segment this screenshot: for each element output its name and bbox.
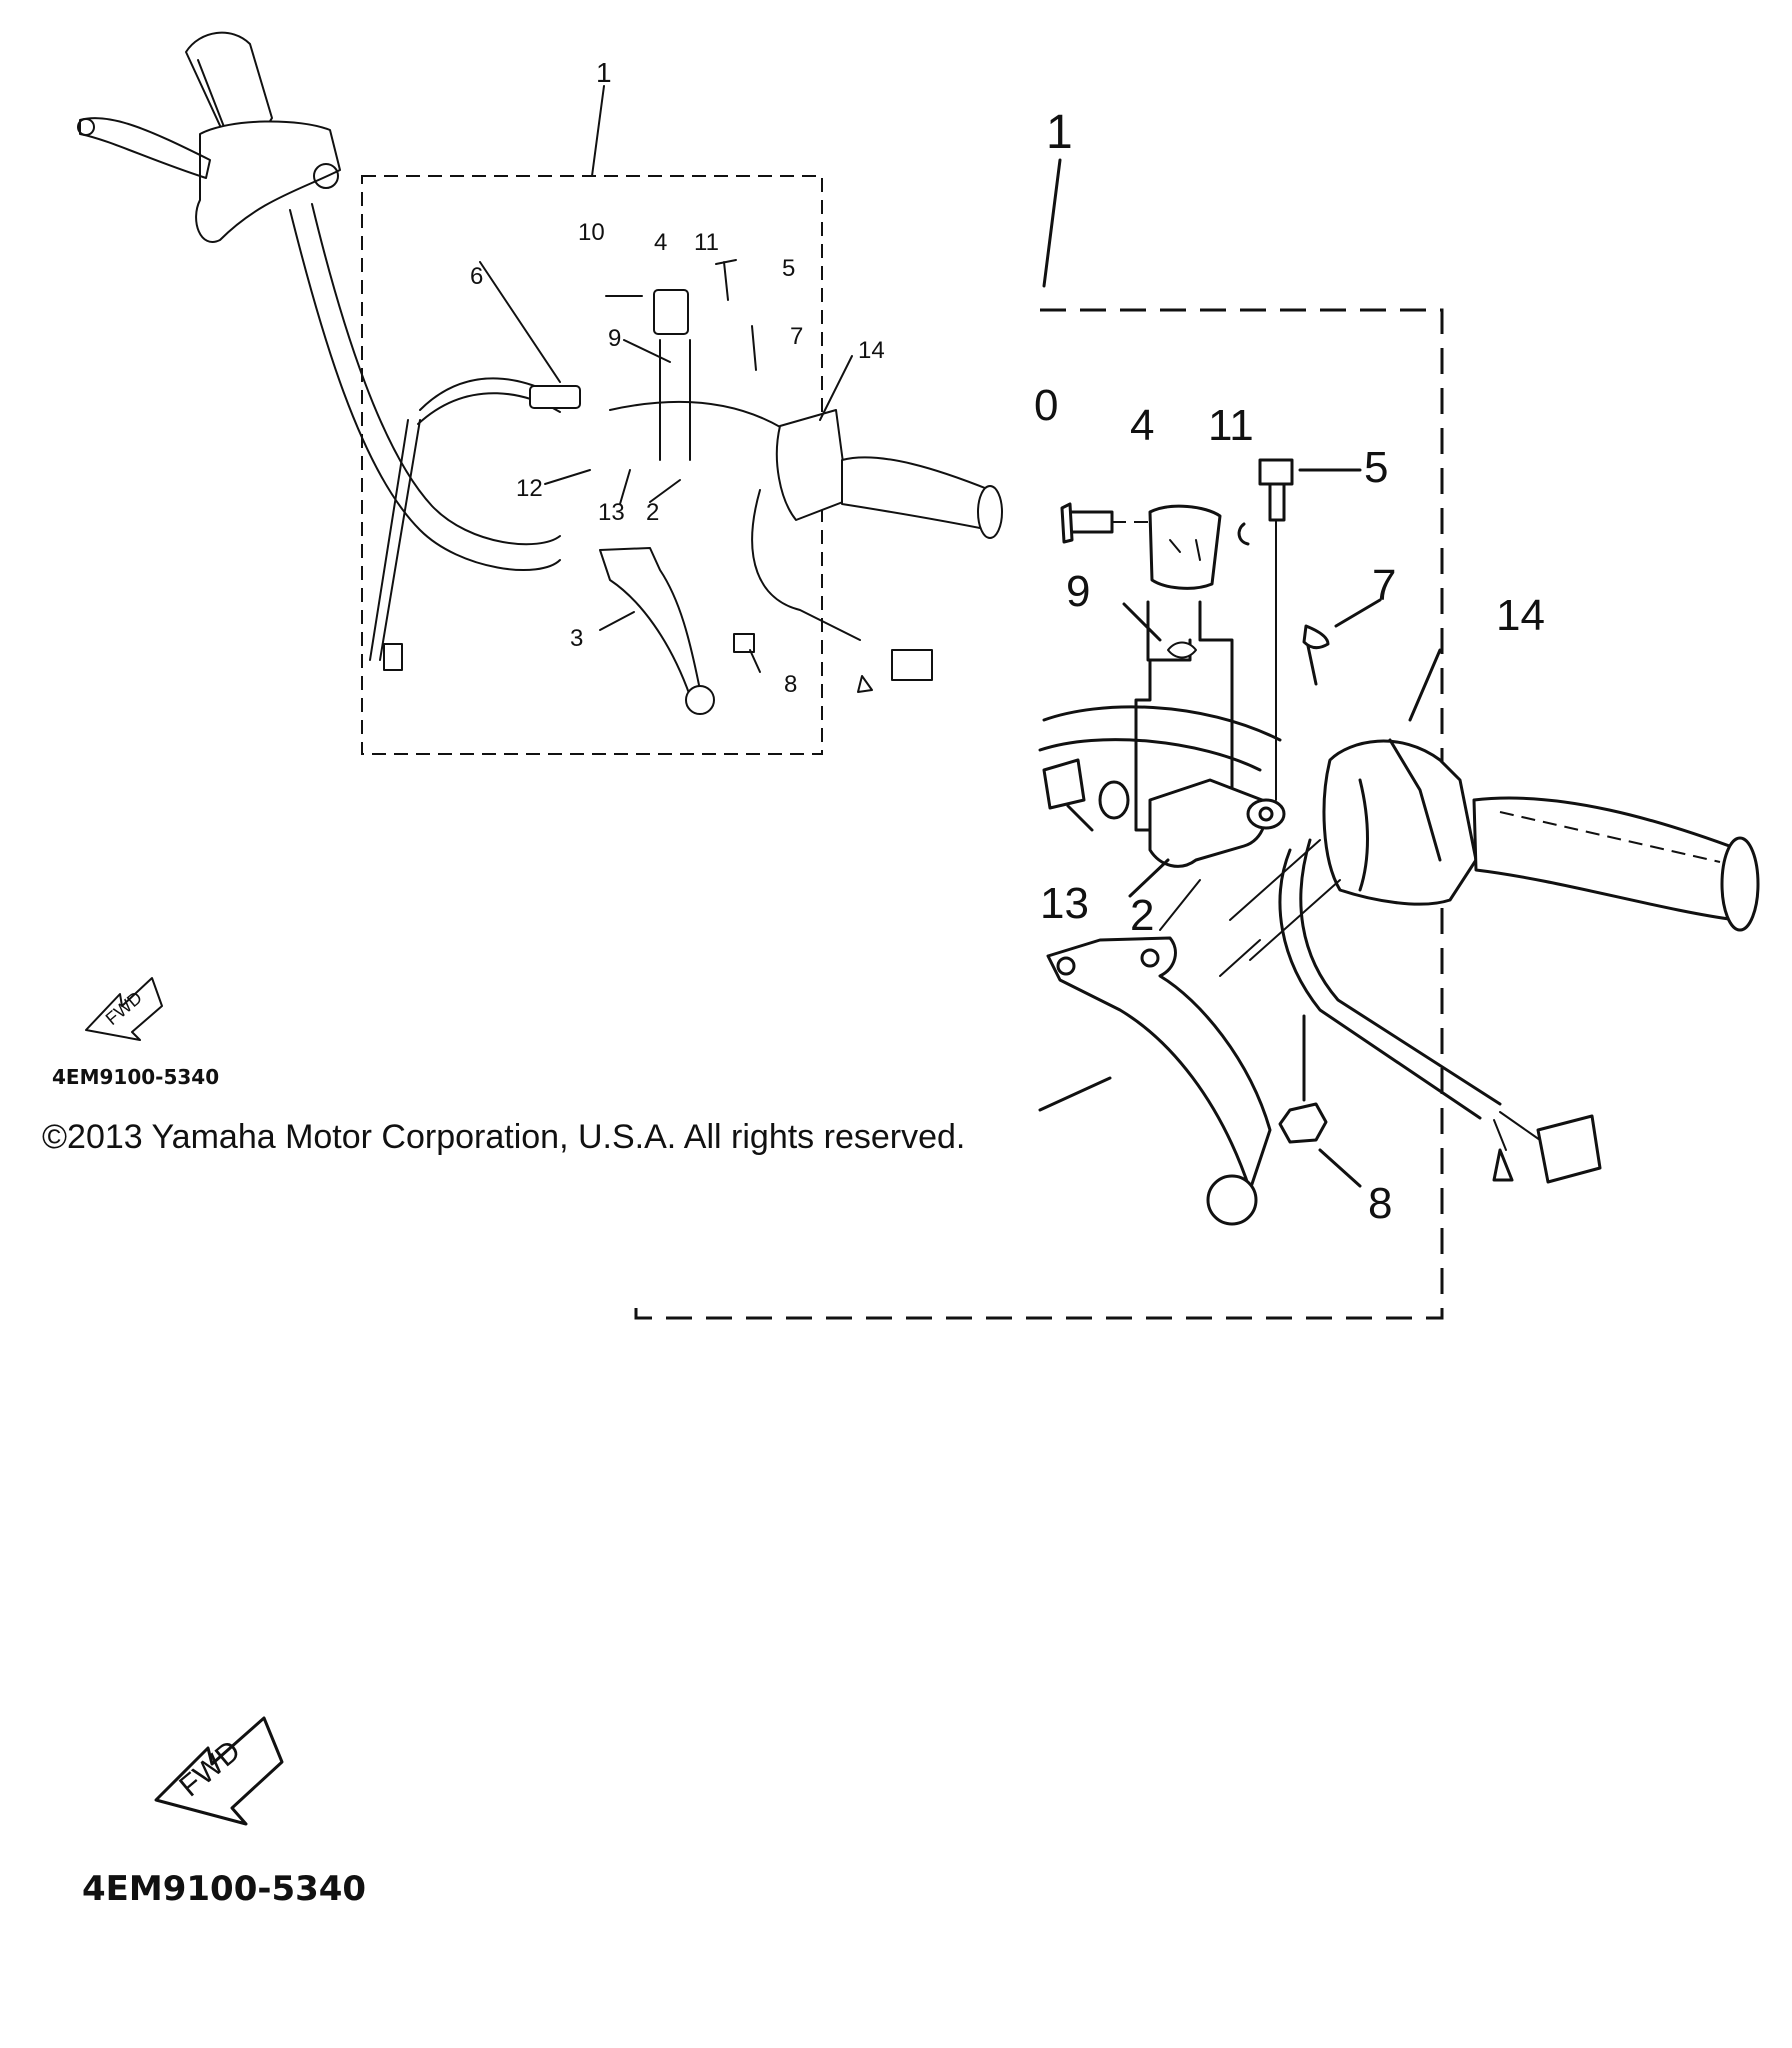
small-callout-12: 12 [516,475,543,502]
small-callout-2: 2 [646,499,659,526]
copyright-notice: ©2013 Yamaha Motor Corporation, U.S.A. A… [42,1118,966,1156]
large-callout-9: 9 [1066,567,1090,616]
large-connector [1536,1114,1602,1184]
large-lever-perch-2 [1148,778,1267,868]
large-part-code: 4EM9100-5340 [82,1869,366,1909]
small-spring-9-leader [659,339,691,461]
small-exploded-view: 1 2 3 4 5 6 7 8 9 10 11 12 13 14 FWD 4EM… [52,31,1003,1089]
small-wire [751,489,861,641]
small-callout-9: 9 [608,325,621,352]
small-screw-7 [751,325,757,371]
small-callout-13: 13 [598,499,625,526]
large-right-grip [1472,796,1742,922]
small-right-grip [841,456,991,531]
large-callout-1: 1 [1046,106,1073,159]
large-callout-7: 7 [1372,561,1396,610]
large-spring-9 [1167,641,1197,659]
large-assembly-frame [634,308,1444,1320]
large-callout-11: 11 [1208,401,1254,450]
small-callout-3: 3 [570,625,583,652]
small-callout-4: 4 [654,229,667,256]
small-left-grip [77,31,341,243]
large-connector-pin [1492,1148,1514,1182]
small-callout-6: 6 [470,263,483,290]
small-callout-7: 7 [790,323,803,350]
large-bolt-5-head [1258,458,1294,486]
small-nut-8 [733,633,755,653]
large-adjuster-13 [1042,758,1086,810]
small-callout-1: 1 [596,57,612,88]
large-clip-11 [1237,522,1250,546]
large-bolt-5 [1268,482,1286,522]
small-assembly-frame [361,175,823,755]
large-leader-1 [1042,158,1062,288]
small-callout-14: 14 [858,337,885,364]
large-lever-3 [1046,936,1272,1192]
large-wire [1278,848,1482,1120]
small-connector [891,649,933,681]
large-switch-housing-14 [1322,739,1478,906]
large-fwd-arrow-icon: FWD [154,1716,284,1826]
small-callout-11: 11 [694,229,719,256]
small-callout-10: 10 [578,219,605,246]
small-adjuster [529,385,581,409]
large-bolt-10 [1070,510,1114,534]
large-callout-5: 5 [1364,443,1388,492]
large-screw-7 [1302,624,1330,650]
large-callout-8: 8 [1368,1179,1392,1228]
large-callout-13: 13 [1040,879,1089,928]
large-callout-10-partial: 0 [1034,381,1058,430]
small-clamp-4 [653,289,689,335]
small-leader-1 [591,85,605,177]
large-exploded-view: 1 0 4 11 5 9 7 14 13 2 8 FWD 4EM9100-534… [82,106,1760,1909]
small-fwd-arrow-icon: FWD [85,977,163,1041]
large-callout-14: 14 [1496,591,1545,640]
small-handlebar-tube [289,209,561,571]
large-callout-4: 4 [1130,401,1154,450]
large-clamp-4 [1148,504,1222,590]
small-bolt-5 [715,259,737,301]
small-callout-8: 8 [784,671,797,698]
large-callout-2: 2 [1130,891,1154,940]
small-part-code: 4EM9100-5340 [52,1065,219,1089]
small-callout-5: 5 [782,255,795,282]
small-switch-14 [775,409,849,521]
large-nut-8 [1278,1102,1328,1144]
large-bolt-10-head [1060,502,1074,544]
